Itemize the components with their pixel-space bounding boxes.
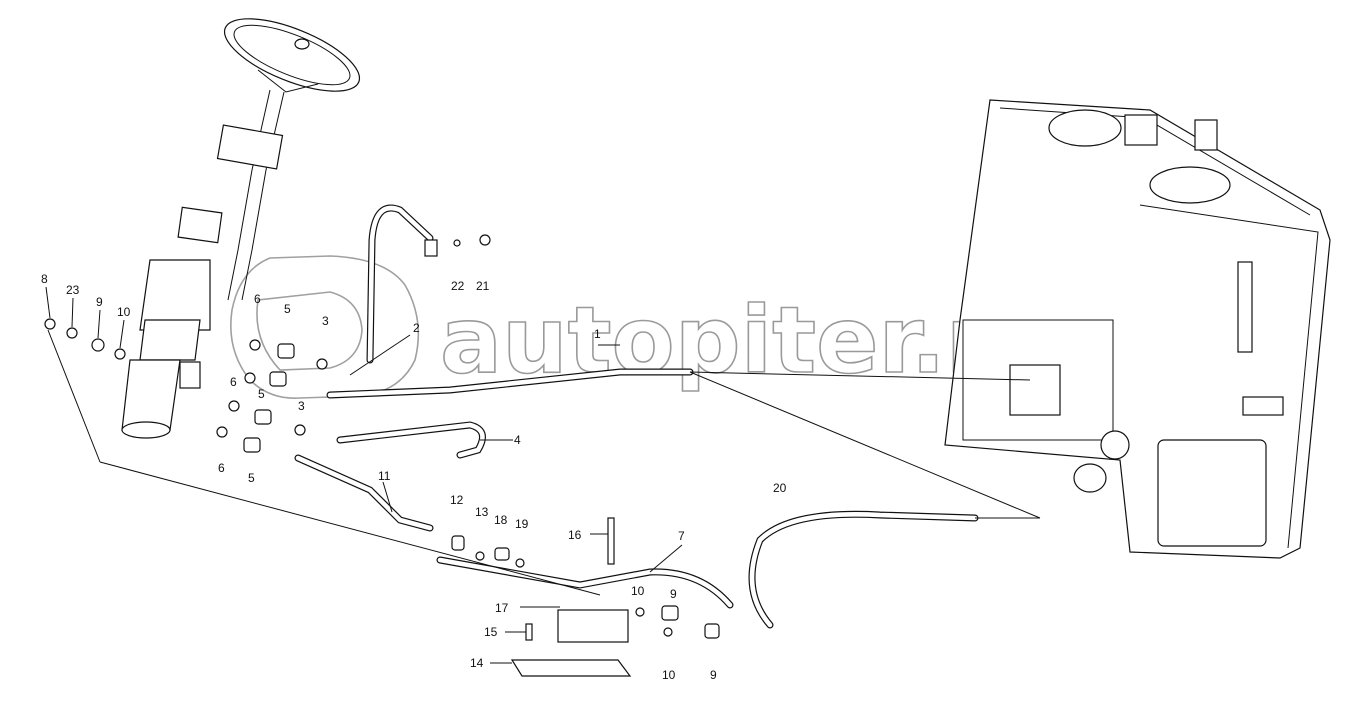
callout-label: 14: [470, 656, 484, 670]
callout-label: 2: [413, 321, 420, 335]
watermark: autopiter.ru: [230, 255, 1057, 399]
fittings: [44, 234, 720, 677]
callout-label: 9: [96, 295, 103, 309]
steering-column: [121, 18, 361, 439]
callouts: 8 23 9 10 6 5 3 2 1 22 21 6 5 3 4 6 5 11…: [41, 272, 787, 682]
hydraulic-tank: [944, 99, 1331, 559]
callout-label: 4: [514, 433, 521, 447]
callout-label: 13: [475, 505, 489, 519]
callout-label: 20: [773, 481, 787, 495]
callout-label: 9: [670, 587, 677, 601]
callout-label: 11: [378, 469, 391, 483]
callout-label: 18: [494, 513, 508, 527]
callout-label: 7: [678, 529, 685, 543]
callout-label: 5: [248, 471, 255, 485]
callout-label: 5: [284, 302, 291, 316]
callout-label: 6: [218, 461, 225, 475]
callout-label: 3: [298, 399, 305, 413]
callout-label: 1: [594, 327, 601, 341]
callout-label: 10: [631, 584, 645, 598]
callout-label: 6: [254, 292, 261, 306]
callout-label: 17: [495, 601, 509, 615]
callout-label: 9: [710, 668, 717, 682]
callout-label: 8: [41, 272, 48, 286]
callout-label: 19: [515, 517, 529, 531]
callout-label: 10: [662, 668, 676, 682]
callout-label: 22: [451, 279, 465, 293]
watermark-text: autopiter.ru: [440, 287, 1057, 394]
callout-label: 3: [322, 314, 329, 328]
hoses: [294, 204, 979, 629]
callout-label: 6: [230, 375, 237, 389]
callout-label: 15: [484, 625, 498, 639]
callout-label: 10: [117, 305, 131, 319]
callout-label: 5: [258, 387, 265, 401]
callout-label: 23: [66, 283, 80, 297]
callout-label: 16: [568, 528, 582, 542]
leader-lines: [45, 286, 1041, 664]
callout-label: 21: [476, 279, 490, 293]
callout-label: 12: [450, 493, 464, 507]
